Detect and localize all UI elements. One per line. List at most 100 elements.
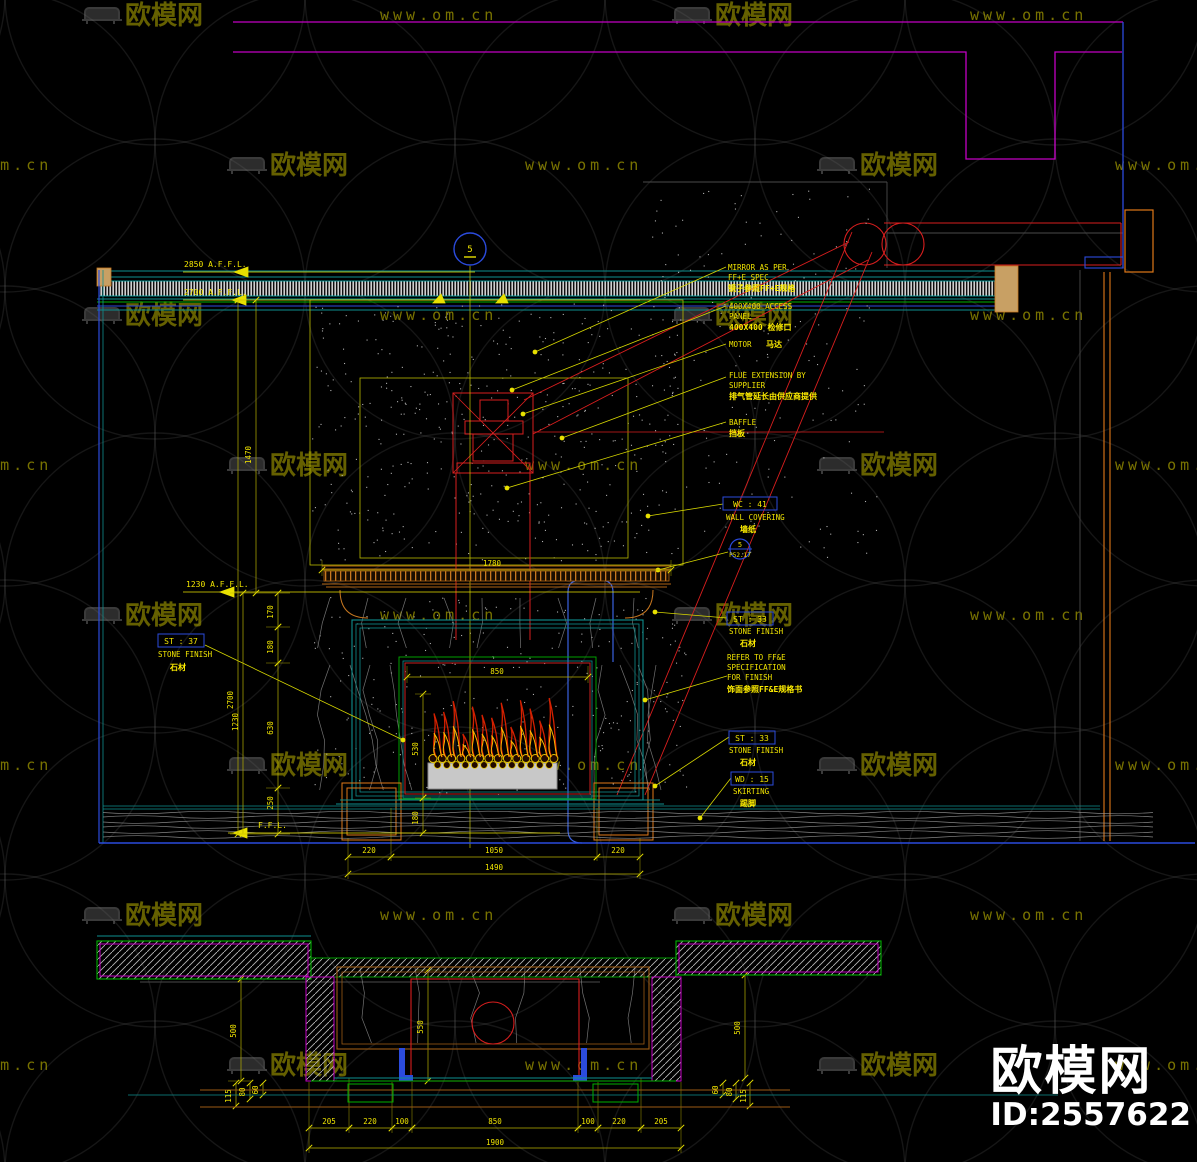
dim-1490: 1490: [485, 863, 504, 872]
watermark-logo: 欧模网: [672, 0, 793, 31]
motor-flue-assembly: [452, 231, 884, 796]
watermark-brand-text: 欧模网: [860, 750, 938, 781]
watermark-site-text: www.om.cn: [525, 456, 642, 474]
ref-marker-p52: 5 P52.17: [728, 538, 752, 560]
watermark-brand-text: 欧模网: [715, 300, 793, 331]
watermark-site-text: www.om.cn: [380, 306, 497, 324]
label-st33b-cn: 石材: [739, 757, 756, 767]
floor-section: [99, 799, 1195, 844]
watermark-site-text: www.om.cn: [970, 306, 1087, 324]
label-st33b-name: STONE FINISH: [729, 746, 784, 755]
dim-180b: 180: [411, 811, 420, 825]
st37-tag: ST : 37 STONE FINISH 石材: [157, 633, 213, 672]
site-logo-brand: 欧模网: [990, 1041, 1153, 1102]
label-refer-1: REFER TO FF&E: [727, 653, 786, 662]
dim-500-left: 500: [229, 1024, 238, 1038]
watermark-logo: 欧模网: [227, 450, 348, 481]
wall-edges: [98, 270, 1111, 843]
fireplace-elevation: 5: [96, 21, 1195, 1153]
dim-850-plan: 850: [488, 1117, 502, 1126]
watermark-brand-text: 欧模网: [715, 900, 793, 931]
watermark-site-text: www.om.cn: [970, 6, 1087, 24]
dim-630: 630: [266, 721, 275, 735]
tag-st33a: ST : 33: [733, 615, 767, 624]
label-access-1: 400X400 ACCESS: [729, 302, 793, 311]
dim-530: 530: [411, 742, 420, 756]
watermark-logo: 欧模网: [817, 450, 938, 481]
dim-205-right: 205: [654, 1117, 668, 1126]
watermark-logo: 欧模网: [672, 300, 793, 331]
dim-2700: 2700: [226, 690, 235, 709]
plan-liner-outer: [336, 966, 650, 1050]
firebox-opening: [404, 662, 591, 795]
watermark-brand-text: 欧模网: [860, 450, 938, 481]
watermark-site-text: www.om.cn: [380, 906, 497, 924]
watermark-logo: 欧模网: [817, 1050, 938, 1081]
cornice-end-right: [994, 265, 1019, 313]
fire-surround: [351, 619, 644, 801]
site-logo-id: ID:2557622: [990, 1097, 1191, 1134]
tag-wc41: WC : 41: [733, 500, 767, 509]
plan-flue-outlet: [471, 1001, 515, 1045]
tag-st37: ST : 37: [164, 637, 198, 646]
tag-box-wd15: [730, 771, 774, 786]
flue-duct: [843, 222, 1122, 266]
section-marker-number: 5: [467, 245, 472, 255]
fire-coals: [428, 754, 559, 769]
label-mirror-1: MIRROR AS PER: [728, 263, 787, 272]
dim-500-right: 500: [733, 1021, 742, 1035]
plan-dimensions: 500 550 500 115 80 60 60 80 115 205 220 …: [224, 1020, 748, 1147]
tag-st33b: ST : 33: [735, 734, 769, 743]
fireplace-plan-section: 500 550 500 115 80 60 60 80 115 205 220 …: [96, 935, 1058, 1147]
label-mirror-cn: 镜子参照FF+E规格: [728, 283, 796, 293]
watermark-brand-text: 欧模网: [715, 0, 793, 31]
ref-marker-number: 5: [738, 541, 742, 549]
watermark-site-text: www.om.cn: [0, 756, 52, 774]
watermark-brand-text: 欧模网: [715, 600, 793, 631]
tag-box-st33b: [728, 730, 776, 745]
watermark-brand-text: 欧模网: [125, 900, 203, 931]
watermark-brand-text: 欧模网: [125, 0, 203, 31]
label-access-cn: 400X400 检修口: [729, 322, 792, 332]
stone-stipple-texture: [312, 188, 878, 795]
dim-220-plan-right: 220: [612, 1117, 626, 1126]
tag-wd15: WD : 15: [735, 775, 769, 784]
dim-850: 850: [490, 667, 504, 676]
plan-wall-left-lining: [99, 943, 309, 977]
dim-115-right: 115: [739, 1089, 748, 1103]
label-motor-cn: 马达: [766, 339, 782, 349]
dim-220-right: 220: [611, 846, 625, 855]
plan-hearth-block-right: [592, 1083, 639, 1103]
watermark-site-text: www.om.cn: [380, 606, 497, 624]
tag-box-wc41: [722, 496, 778, 511]
dim-220-plan-left: 220: [363, 1117, 377, 1126]
watermark-site-text: www.om.cn: [1115, 156, 1197, 174]
watermark-brand-text: 欧模网: [860, 150, 938, 181]
dim-100-right: 100: [581, 1117, 595, 1126]
watermark-logo: 欧模网: [672, 600, 793, 631]
label-refer-3: FOR FINISH: [727, 673, 773, 682]
watermark-logo: 欧模网: [82, 0, 203, 31]
site-logo-block: 欧模网 ID:2557622: [990, 1045, 1191, 1132]
watermark-site-text: www.om.cn: [1115, 756, 1197, 774]
watermark-logo: 欧模网: [817, 750, 938, 781]
dim-250: 250: [266, 796, 275, 810]
flue-pipe-route: [616, 231, 873, 796]
label-st37-name: STONE FINISH: [158, 650, 213, 659]
watermark-site-text: www.om.cn: [1115, 1056, 1197, 1074]
watermark-site-text: www.om.cn: [525, 156, 642, 174]
label-wd15-cn: 踢脚: [740, 798, 756, 808]
label-wd15-name: SKIRTING: [733, 787, 770, 796]
label-st33a-name: STONE FINISH: [729, 627, 784, 636]
firebox-frame-green: [398, 656, 597, 800]
watermark-logo: 欧模网: [82, 600, 203, 631]
watermark-logo: 欧模网: [672, 900, 793, 931]
label-baffle: BAFFLE: [729, 418, 757, 427]
watermark-brand-text: 欧模网: [270, 450, 348, 481]
label-refer-2: SPECIFICATION: [727, 663, 786, 672]
plan-hearth-block-left: [347, 1083, 394, 1103]
watermark-site-text: www.om.cn: [970, 906, 1087, 924]
annotation-leaders: [204, 266, 732, 821]
label-st33a-cn: 石材: [739, 638, 756, 648]
